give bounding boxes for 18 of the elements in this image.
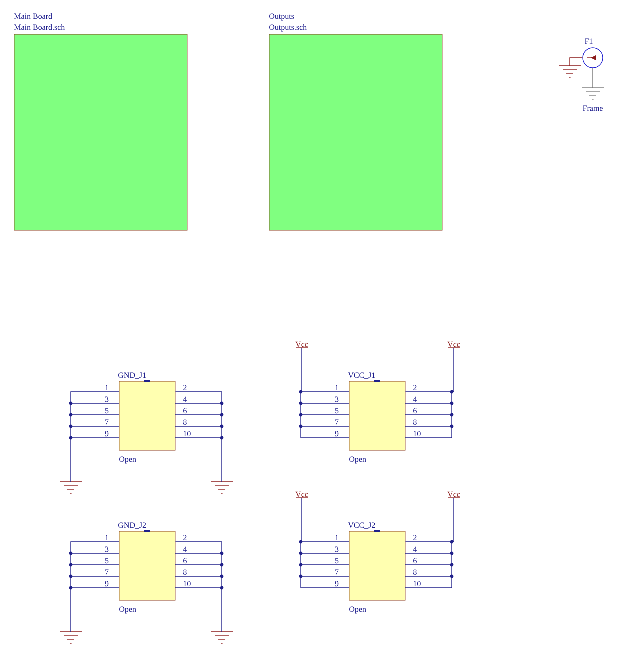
wire — [592, 68, 594, 88]
ground-symbol — [558, 66, 582, 78]
ground-symbol — [582, 88, 604, 100]
connector-symbol — [348, 372, 406, 451]
wire — [405, 498, 454, 542]
wire — [302, 498, 350, 542]
connector-symbol — [118, 372, 176, 451]
sheet-symbol — [269, 14, 443, 231]
wire — [302, 348, 350, 392]
connector-symbol — [348, 522, 406, 601]
connector-symbol — [118, 522, 176, 601]
ground-symbol — [210, 482, 234, 494]
wire — [570, 58, 583, 66]
ground-symbol — [60, 482, 82, 494]
sheet-symbol — [14, 13, 188, 231]
ground-symbol — [210, 632, 234, 644]
ground-symbol — [60, 632, 82, 644]
wire — [405, 348, 454, 392]
